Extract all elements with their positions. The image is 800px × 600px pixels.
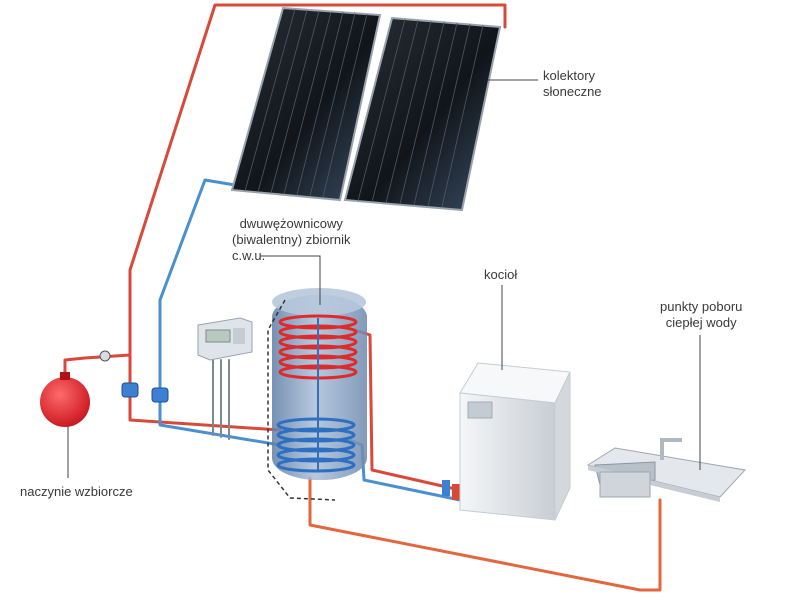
dual-coil-tank (267, 288, 367, 501)
pump-cold (151, 387, 169, 403)
label-expansion-vessel: naczynie wzbiorcze (20, 484, 133, 500)
label-tank-line2: (biwalentny) zbiornik (232, 232, 351, 247)
faucet (660, 438, 682, 460)
sink (586, 438, 746, 502)
label-tank-line3: c.w.u. (232, 248, 266, 263)
label-boiler-line1: kocioł (484, 267, 518, 282)
solar-controller (197, 317, 253, 361)
cold-return-pipe (158, 178, 282, 447)
boiler-panel (467, 401, 493, 419)
label-collectors: kolektory słoneczne (543, 68, 602, 100)
label-tank-line1: dwuwężownicowy (239, 216, 343, 231)
expansion-vessel-pipe (63, 353, 132, 382)
label-collectors-line1: kolektory (543, 68, 596, 83)
label-taps-line2: ciepłej wody (665, 315, 737, 330)
label-taps-line1: punkty poboru (660, 299, 743, 314)
pump-hot (121, 382, 139, 398)
tank-highlight-outline (267, 299, 336, 501)
solar-panel-right (343, 16, 502, 212)
tank-body (272, 295, 367, 480)
expansion-vessel (40, 372, 90, 427)
hot-water-pipe (308, 476, 662, 592)
pressure-gauge (99, 350, 111, 362)
lower-coil (276, 417, 356, 473)
boiler-supply-pipe (353, 328, 462, 492)
label-taps: punkty poboru ciepłej wody (660, 299, 742, 331)
controller-display (205, 329, 231, 343)
boiler (459, 362, 571, 521)
label-expansion-vessel-line1: naczynie wzbiorcze (20, 484, 133, 499)
leader-lines (67, 79, 701, 478)
label-collectors-line2: słoneczne (543, 84, 602, 99)
hot-supply-pipe (128, 3, 507, 432)
label-tank: dwuwężownicowy (biwalentny) zbiornik c.w… (232, 216, 351, 264)
leader-tank (260, 255, 321, 305)
pump-group (99, 350, 460, 500)
label-boiler: kocioł (484, 267, 517, 283)
solar-collectors (230, 6, 502, 212)
